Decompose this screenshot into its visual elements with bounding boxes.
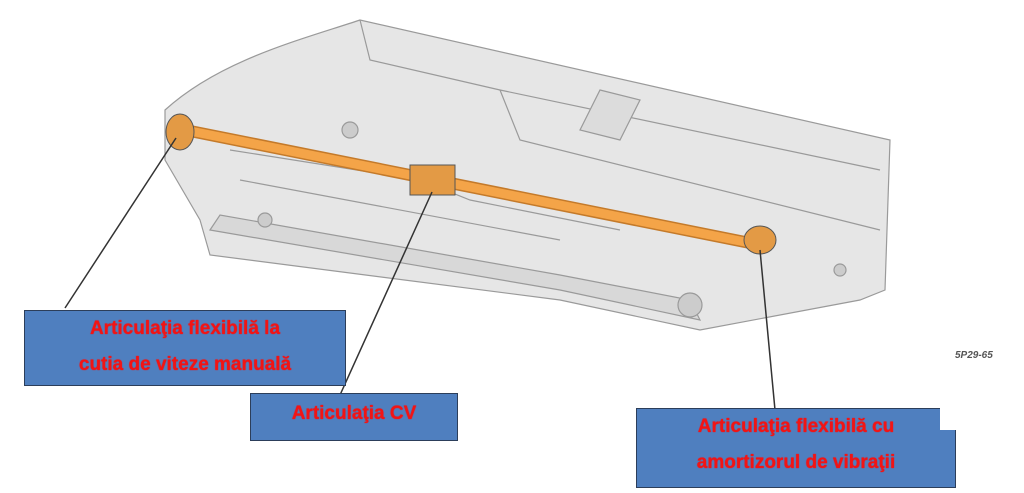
label-line: cutia de viteze manuală	[78, 354, 292, 375]
car-body	[164, 19, 891, 331]
label-line: Articulaţia flexibilă cu	[697, 416, 895, 437]
label-line: Articulaţia CV	[291, 403, 417, 424]
box-notch	[940, 406, 958, 430]
gearbox-joint-part	[165, 113, 195, 151]
figure-code: 5P29-65	[955, 350, 993, 361]
leader-lines	[64, 137, 776, 411]
damper-joint-part	[743, 225, 777, 255]
cv-joint-part	[409, 164, 456, 196]
drive-shaft	[165, 113, 777, 255]
label-line: amortizorul de vibraţii	[696, 452, 896, 473]
cv-joint-label: Articulaţia CV	[250, 393, 458, 441]
label-line: Articulaţia flexibilă la	[89, 318, 281, 339]
damper-joint-label: Articulaţia flexibilă cu amortizorul de …	[636, 408, 956, 488]
gearbox-joint-label: Articulaţia flexibilă la cutia de viteze…	[24, 310, 346, 386]
